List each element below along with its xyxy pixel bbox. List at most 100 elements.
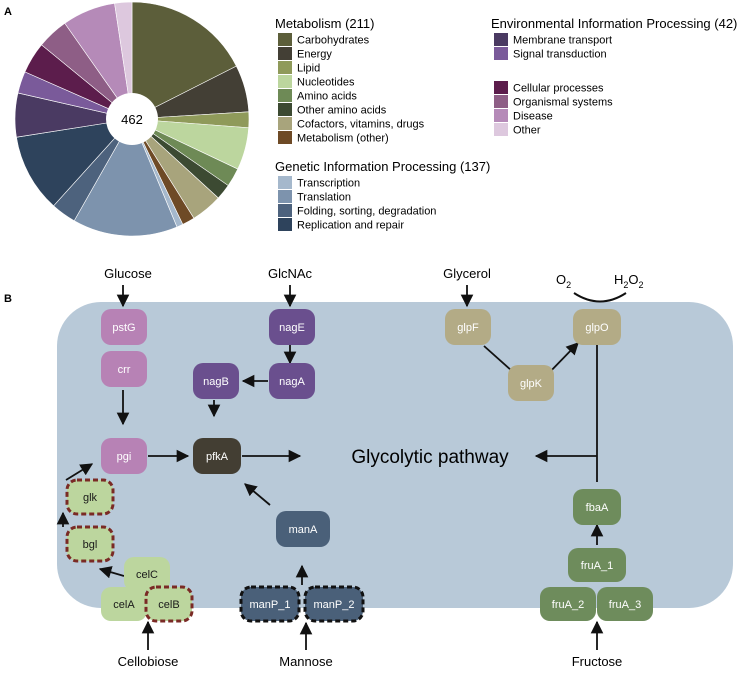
substrate-cellobiose: Cellobiose [118, 654, 179, 669]
substrate-mannose: Mannose [279, 654, 332, 669]
legend-item-organismal-systems: Organismal systems [513, 97, 613, 109]
gene-manp-2: manP_2 [303, 585, 365, 623]
gene-fbaa: fbaA [573, 489, 621, 525]
gene-label-naga: nagA [279, 376, 305, 388]
gene-box-crr [101, 351, 147, 387]
legend-swatch-cellular-processes [494, 81, 508, 94]
gene-label-glk: glk [83, 492, 98, 504]
legend-item-nucleotides: Nucleotides [297, 77, 355, 89]
legend-item-metabolism-other: Metabolism (other) [297, 133, 389, 145]
gene-nagb: nagB [193, 363, 239, 399]
gene-label-fbaa: fbaA [586, 502, 609, 514]
gene-naga: nagA [269, 363, 315, 399]
hydrogen-peroxide-label: H2O2 [614, 272, 644, 290]
gene-manp-1: manP_1 [239, 585, 301, 623]
legend-item-disease: Disease [513, 111, 553, 123]
gene-glpo: glpO [573, 309, 621, 345]
gene-label-glpf: glpF [457, 322, 479, 334]
gene-label-glpk: glpK [520, 378, 543, 390]
gene-label-celc: celC [136, 569, 158, 581]
pie-center-label: 462 [121, 112, 143, 127]
legend-item-signal-transduction: Signal transduction [513, 49, 607, 61]
pie-slice-carbohydrates [131, 1, 237, 120]
substrate-glycerol: Glycerol [443, 266, 491, 281]
gene-pfka: pfkA [193, 438, 241, 474]
pie-slice-translation [73, 118, 178, 237]
legend-group-title: Genetic Information Processing (137) [275, 159, 490, 174]
legend-item-lipid: Lipid [297, 63, 320, 75]
gene-pgi: pgi [101, 438, 147, 474]
legend-swatch-metabolism-other [278, 131, 292, 144]
legend-item-membrane-transport: Membrane transport [513, 35, 612, 47]
legend-swatch-lipid [278, 61, 292, 74]
legend-item-other-amino-acids: Other amino acids [297, 105, 387, 117]
gene-celc: celC [124, 557, 170, 591]
oxygen-label: O2 [556, 272, 571, 290]
gene-box-frua-1 [568, 548, 626, 582]
pathway-arrows [56, 285, 604, 650]
gene-box-fbaa [573, 489, 621, 525]
legend-swatch-carbohydrates [278, 33, 292, 46]
legend-group-title: Environmental Information Processing (42… [491, 16, 737, 31]
legend-swatch-translation [278, 190, 292, 203]
pie-chart [14, 1, 250, 237]
legend-group-title: Metabolism (211) [275, 16, 374, 31]
pie-slice-replication-and-repair [16, 118, 133, 207]
gene-frua-2: fruA_2 [540, 587, 596, 621]
pie-center-hole [106, 93, 158, 145]
panel-b-label: B [4, 293, 12, 305]
gene-frua-3: fruA_3 [597, 587, 653, 621]
gene-glk: glk [65, 478, 115, 516]
substrate-glcnac: GlcNAc [268, 266, 313, 281]
legend-item-translation: Translation [297, 192, 351, 204]
legend-swatch-other [494, 123, 508, 136]
legend-swatch-energy [278, 47, 292, 60]
gene-crr: crr [101, 351, 147, 387]
panel-a-label: A [4, 6, 12, 18]
legend-swatch-disease [494, 109, 508, 122]
gene-label-crr: crr [118, 364, 131, 376]
legend-swatch-signal-transduction [494, 47, 508, 60]
gene-mana: manA [276, 511, 330, 547]
oxygen-reaction-arc [573, 292, 627, 303]
gene-nage: nagE [269, 309, 315, 345]
gene-celb: celB [144, 585, 194, 623]
gene-box-manp-2 [303, 585, 365, 623]
gene-label-celb: celB [158, 599, 179, 611]
legend-swatch-other-amino-acids [278, 103, 292, 116]
gene-box-celc [124, 557, 170, 591]
gene-box-celb [144, 585, 194, 623]
gene-label-frua-3: fruA_3 [609, 599, 641, 611]
gene-box-glpk [508, 365, 554, 401]
substrate-glucose: Glucose [104, 266, 152, 281]
gene-box-frua-2 [540, 587, 596, 621]
gene-glpf: glpF [445, 309, 491, 345]
legend-swatch-transcription [278, 176, 292, 189]
gene-label-frua-2: fruA_2 [552, 599, 584, 611]
gene-label-pfka: pfkA [206, 451, 229, 463]
gene-frua-1: fruA_1 [568, 548, 626, 582]
legend-swatch-membrane-transport [494, 33, 508, 46]
substrate-fructose: Fructose [572, 654, 623, 669]
gene-box-mana [276, 511, 330, 547]
gene-box-glk [65, 478, 115, 516]
gene-label-frua-1: fruA_1 [581, 560, 613, 572]
legend-swatch-organismal-systems [494, 95, 508, 108]
gene-box-frua-3 [597, 587, 653, 621]
legend-item-cellular-processes: Cellular processes [513, 83, 604, 95]
gene-label-cela: celA [113, 599, 135, 611]
gene-box-nagb [193, 363, 239, 399]
gene-label-bgl: bgl [83, 539, 98, 551]
legend-item-cofactors-vitamins-drugs: Cofactors, vitamins, drugs [297, 119, 425, 131]
legend-swatch-cofactors-vitamins-drugs [278, 117, 292, 130]
legend-swatch-amino-acids [278, 89, 292, 102]
gene-label-nage: nagE [279, 322, 305, 334]
gene-label-mana: manA [289, 524, 318, 536]
gene-box-pfka [193, 438, 241, 474]
gene-box-glpo [573, 309, 621, 345]
gene-label-nagb: nagB [203, 376, 229, 388]
gene-label-pstg: pstG [112, 322, 135, 334]
gene-box-naga [269, 363, 315, 399]
